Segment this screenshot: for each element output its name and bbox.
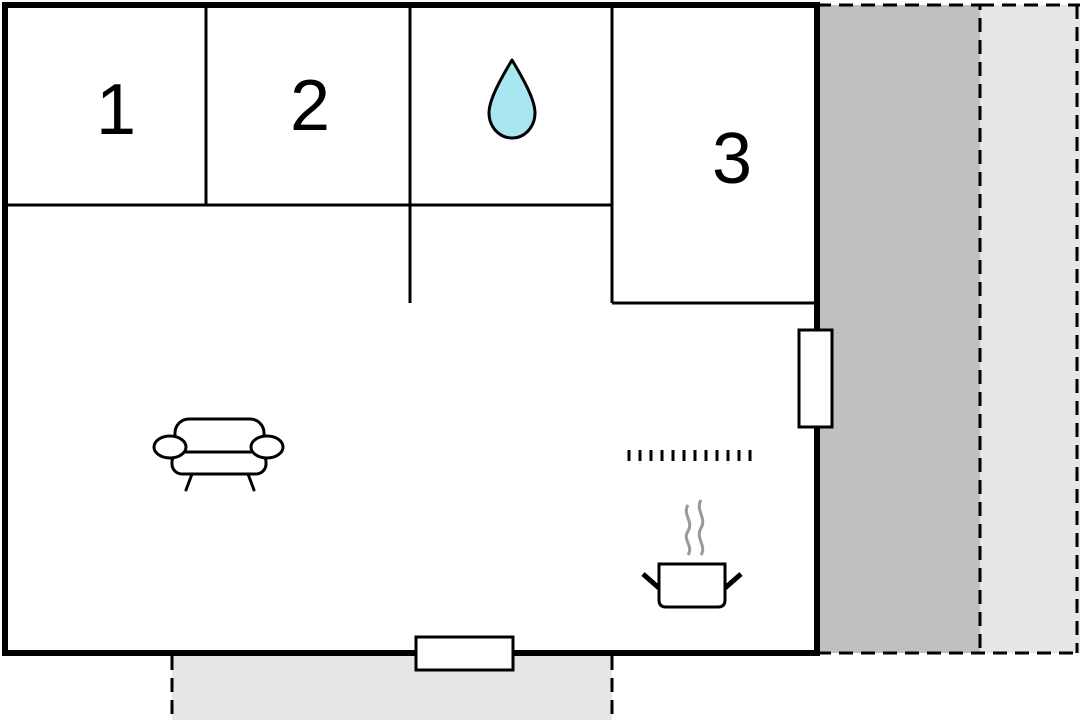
sofa-icon (152, 417, 285, 492)
terrace-right-light (980, 5, 1080, 653)
steam (697, 499, 705, 556)
room-label-1: 1 (96, 70, 136, 150)
terrace-bottom (170, 656, 614, 720)
water-drop-icon (487, 58, 537, 140)
steam (684, 504, 692, 556)
cooking-pot-icon (641, 499, 743, 609)
room-label-2: 2 (290, 66, 330, 146)
terrace-right-dark (817, 5, 980, 653)
terrace-bottom-fill (172, 656, 612, 720)
radiator-icon (627, 450, 752, 461)
window-right (797, 328, 834, 429)
terrace-right-outline (817, 3, 1080, 655)
interior-walls (5, 5, 817, 305)
room-label-3: 3 (712, 119, 752, 199)
terrace-right (817, 3, 1080, 655)
door-bottom (414, 635, 515, 672)
